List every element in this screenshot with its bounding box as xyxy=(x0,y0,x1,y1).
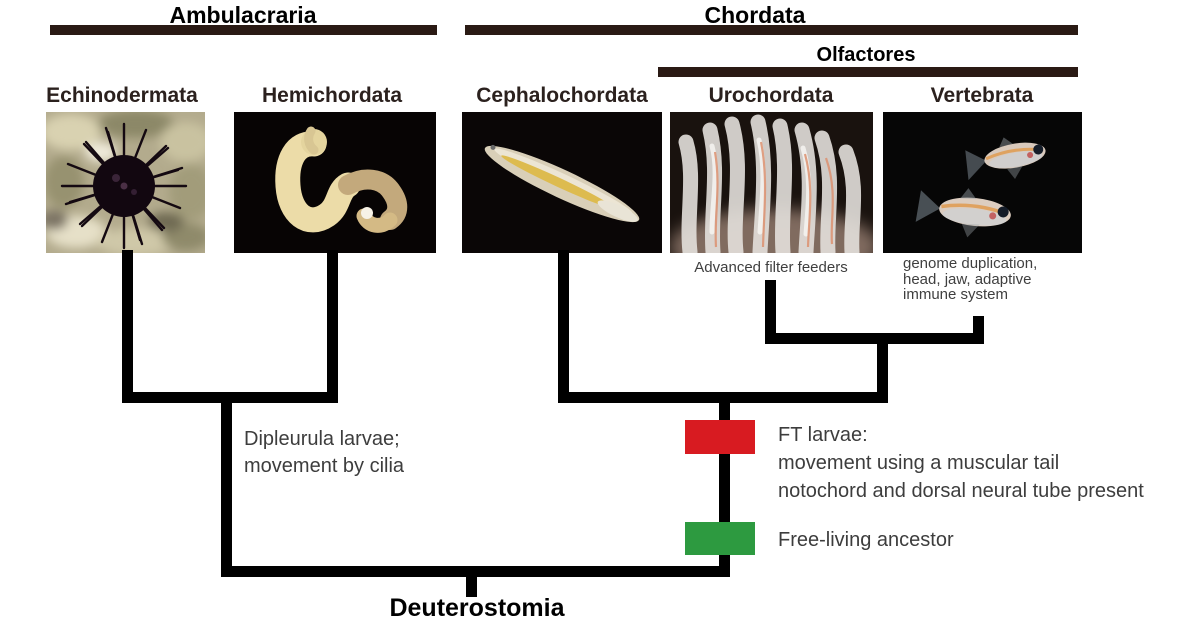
deuterostomia-label: Deuterostomia xyxy=(389,594,565,622)
ambulacraria-title: Ambulacraria xyxy=(169,2,317,28)
branch-ambulacraria xyxy=(221,392,232,577)
stem-deuterostomia xyxy=(466,577,477,597)
taxon-label-hemichordata: Hemichordata xyxy=(261,84,403,107)
ft-larvae-note-line: notochord and dorsal neural tube present xyxy=(778,480,1144,502)
branch-hemichordata xyxy=(327,250,338,403)
olfactores-clade-bar xyxy=(658,67,1078,77)
chordata-clade-bar xyxy=(465,25,1078,35)
vertebrata-photo xyxy=(883,112,1082,253)
hemichordata-photo xyxy=(234,112,436,253)
branch-cephalochordata xyxy=(558,250,569,403)
ambulacraria-clade-bar xyxy=(50,25,437,35)
taxon-label-cephalochordata: Cephalochordata xyxy=(476,84,648,107)
echinodermata-photo xyxy=(46,112,205,253)
branch-vertebrata xyxy=(973,316,984,344)
ft-larvae-marker xyxy=(685,420,755,454)
vertebrata-note-line: head, jaw, adaptive xyxy=(903,270,1032,288)
vertebrata-note-line: immune system xyxy=(903,286,1009,303)
vertebrata-note-line: genome duplication, xyxy=(903,255,1038,272)
dipleurula-note: Dipleurula larvae; movement by cilia xyxy=(244,426,404,480)
cephalochordata-photo xyxy=(462,112,662,253)
ft-larvae-note-line: movement using a muscular tail xyxy=(778,452,1060,474)
chordata-title: Chordata xyxy=(704,2,806,28)
vertebrata-note: genome duplication, head, jaw, adaptive … xyxy=(903,256,1113,303)
taxon-label-echinodermata: Echinodermata xyxy=(46,84,198,107)
branch-urochordata xyxy=(765,280,776,344)
ft-larvae-note: FT larvae: movement using a muscular tai… xyxy=(778,421,1144,505)
ft-larvae-note-line: FT larvae: xyxy=(778,424,868,446)
branch-echinodermata xyxy=(122,250,133,403)
free-living-note: Free-living ancestor xyxy=(778,529,954,551)
olfactores-title: Olfactores xyxy=(816,44,916,66)
branch-olfactores xyxy=(877,333,888,403)
urochordata-note: Advanced filter feeders xyxy=(694,259,848,276)
taxon-label-vertebrata: Vertebrata xyxy=(930,84,1034,107)
dipleurula-note-line: movement by cilia xyxy=(244,455,405,477)
join-deuterostomia xyxy=(221,566,730,577)
branch-chordata xyxy=(719,392,730,577)
join-olfactores xyxy=(765,333,984,344)
dipleurula-note-line: Dipleurula larvae; xyxy=(244,428,400,450)
free-living-marker xyxy=(685,522,755,555)
urochordata-photo xyxy=(670,112,873,253)
taxon-label-urochordata: Urochordata xyxy=(708,84,834,107)
